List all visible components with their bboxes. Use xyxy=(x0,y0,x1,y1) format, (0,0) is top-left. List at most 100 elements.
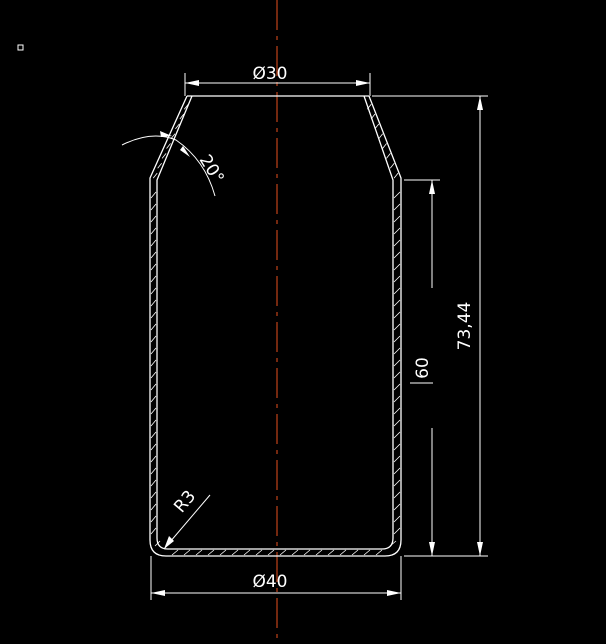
hatch-line xyxy=(393,419,401,427)
hatch-line xyxy=(393,527,401,535)
hatch-line xyxy=(179,113,185,120)
hatch-line xyxy=(393,383,401,391)
hatch-line xyxy=(393,191,401,199)
hatch-line xyxy=(393,431,401,439)
hatch-line xyxy=(157,162,162,169)
hatch-line xyxy=(150,527,157,535)
hatch-line xyxy=(195,549,203,556)
hatch-line xyxy=(351,549,359,556)
hatch-line xyxy=(393,335,401,343)
hatch-line xyxy=(150,251,157,259)
ucs-marker-icon xyxy=(17,44,24,51)
dimension-bottom-radius: R3 xyxy=(163,487,211,550)
hatch-line xyxy=(207,549,215,556)
hatch-line xyxy=(393,443,401,451)
hatch-line xyxy=(393,491,401,499)
hatch-line xyxy=(150,431,157,439)
hatch-line xyxy=(363,549,371,556)
hatch-line xyxy=(150,455,157,463)
hatch-line xyxy=(370,113,376,120)
hatch-line xyxy=(150,227,157,235)
hatch-line xyxy=(171,549,179,556)
hatch-line xyxy=(175,123,180,130)
hatch-line xyxy=(393,172,399,179)
hatch-line xyxy=(393,407,401,415)
hatch-line xyxy=(183,549,191,556)
hatch-line xyxy=(150,287,157,295)
hatch-line xyxy=(150,503,157,511)
hatch-line xyxy=(150,419,157,427)
hatch-line xyxy=(393,515,401,523)
hatch-line xyxy=(393,203,401,211)
inner-profile xyxy=(156,95,394,550)
hatch-line xyxy=(303,549,311,556)
hatch-line xyxy=(378,133,384,139)
hatch-line xyxy=(393,467,401,475)
hatch-line xyxy=(393,323,401,331)
hatch-line xyxy=(150,515,157,523)
outer-profile xyxy=(149,95,402,557)
hatch-line xyxy=(267,549,275,556)
hatch-line xyxy=(150,395,157,403)
hatch-line xyxy=(183,103,189,110)
hatch-line xyxy=(150,383,157,391)
hatch-line xyxy=(393,455,401,463)
hatch-line xyxy=(393,479,401,487)
hatch-line xyxy=(243,549,251,556)
hatch-line xyxy=(291,549,299,556)
hatch-line xyxy=(255,549,263,556)
hatch-line xyxy=(393,287,401,295)
hatch-line xyxy=(375,549,383,556)
hatch-line xyxy=(150,407,157,415)
hatch-line xyxy=(393,275,401,283)
hatch-line xyxy=(150,203,157,211)
hatch-line xyxy=(219,549,227,556)
hatch-line xyxy=(393,359,401,367)
dim-label-bottom-diameter: Ø40 xyxy=(252,572,287,592)
hatch-line xyxy=(315,549,323,556)
hatch-line xyxy=(393,395,401,403)
hatch-line xyxy=(150,479,157,487)
hatch-line xyxy=(339,549,347,556)
dimension-total-height: 73,44 xyxy=(372,95,488,557)
hatch-line xyxy=(150,311,157,319)
dimension-bottom-diameter: Ø40 xyxy=(150,556,402,600)
hatch-line xyxy=(150,239,157,247)
hatch-line xyxy=(393,299,401,307)
hatch-line xyxy=(166,143,171,149)
hatch-line xyxy=(389,540,397,547)
hatch-line xyxy=(393,263,401,271)
hatch-line xyxy=(161,153,167,159)
hatch-line xyxy=(150,191,157,199)
hatch-line xyxy=(154,540,161,547)
hatch-line xyxy=(279,549,287,556)
hatch-line xyxy=(386,153,391,159)
hatch-line xyxy=(150,443,157,451)
hatch-line xyxy=(327,549,335,556)
hatch-line xyxy=(150,467,157,475)
dimension-taper-angle: 20° xyxy=(121,131,228,197)
dimension-straight-height: 60 xyxy=(404,179,440,556)
hatch-line xyxy=(393,503,401,511)
hatch-line xyxy=(150,263,157,271)
hatch-line xyxy=(393,347,401,355)
hatch-line xyxy=(150,347,157,355)
hatch-line xyxy=(393,371,401,379)
hatch-line xyxy=(150,335,157,343)
hatch-line xyxy=(393,311,401,319)
hatch-line xyxy=(366,103,372,110)
hatch-line xyxy=(393,251,401,259)
section-hatching xyxy=(150,103,401,556)
hatch-line xyxy=(150,323,157,331)
hatch-line xyxy=(150,371,157,379)
hatch-line xyxy=(152,172,158,179)
dim-label-taper-angle: 20° xyxy=(195,151,228,187)
dim-label-straight-height: 60 xyxy=(413,357,433,379)
hatch-line xyxy=(393,239,401,247)
hatch-line xyxy=(150,215,157,223)
hatch-line xyxy=(150,491,157,499)
hatch-line xyxy=(150,275,157,283)
hatch-line xyxy=(150,299,157,307)
dim-label-total-height: 73,44 xyxy=(455,302,475,351)
